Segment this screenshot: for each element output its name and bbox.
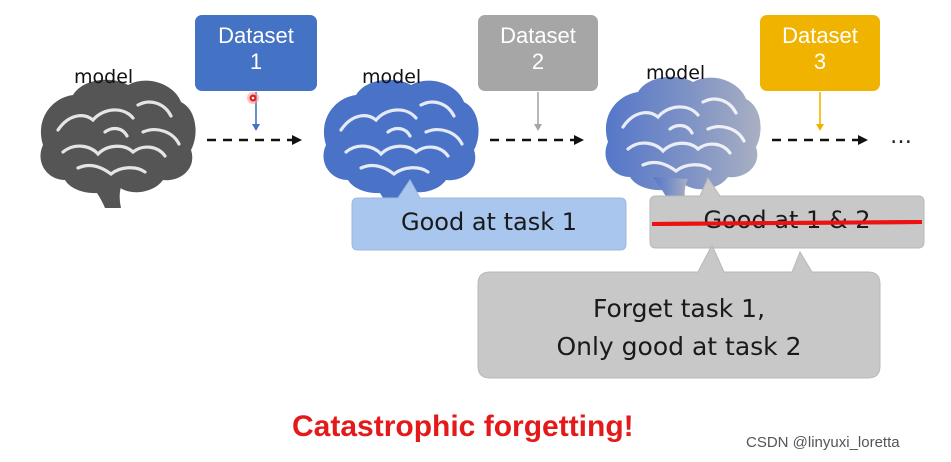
brain-icon-1	[40, 79, 196, 208]
callout-good-1-2-bubble	[649, 176, 925, 249]
model-label-1: model	[74, 66, 134, 88]
dashed-arrow-2	[490, 135, 584, 145]
callout-forget-line2: Only good at task 2	[556, 332, 802, 361]
dataset-box-2: Dataset 2	[478, 15, 598, 91]
brain-icon-3	[605, 76, 761, 205]
dataset-1-line2: 1	[249, 49, 263, 74]
model-label-3: model	[646, 62, 706, 84]
dataset2-down-arrow	[534, 92, 542, 131]
callout-good-1-2-text: Good at 1 & 2	[703, 206, 871, 234]
callout-good-task1-text: Good at task 1	[401, 208, 577, 236]
dashed-arrow-1	[207, 135, 302, 145]
dataset-3-line1: Dataset	[782, 23, 858, 48]
dataset-3-line2: 3	[813, 49, 827, 74]
brain-icon-2	[323, 79, 479, 208]
ellipsis: …	[890, 124, 912, 149]
dashed-arrow-3	[772, 135, 868, 145]
page-title: Catastrophic forgetting!	[292, 410, 634, 443]
dataset3-down-arrow	[816, 92, 824, 131]
dataset-box-1: Dataset 1	[195, 15, 317, 91]
callout-forget-line1: Forget task 1,	[592, 294, 766, 323]
callout-forget-bubble	[477, 243, 881, 379]
callout-forget-text: Forget task 1, Only good at task 2	[478, 290, 880, 366]
dataset-1-line1: Dataset	[218, 23, 294, 48]
dataset-box-3: Dataset 3	[760, 15, 880, 91]
dataset-2-line1: Dataset	[500, 23, 576, 48]
watermark: CSDN @linyuxi_loretta	[746, 434, 900, 451]
dataset-2-line2: 2	[531, 49, 545, 74]
model-label-2: model	[362, 66, 422, 88]
callout-good-task1-bubble	[351, 179, 627, 251]
pointer-dot	[247, 92, 259, 104]
